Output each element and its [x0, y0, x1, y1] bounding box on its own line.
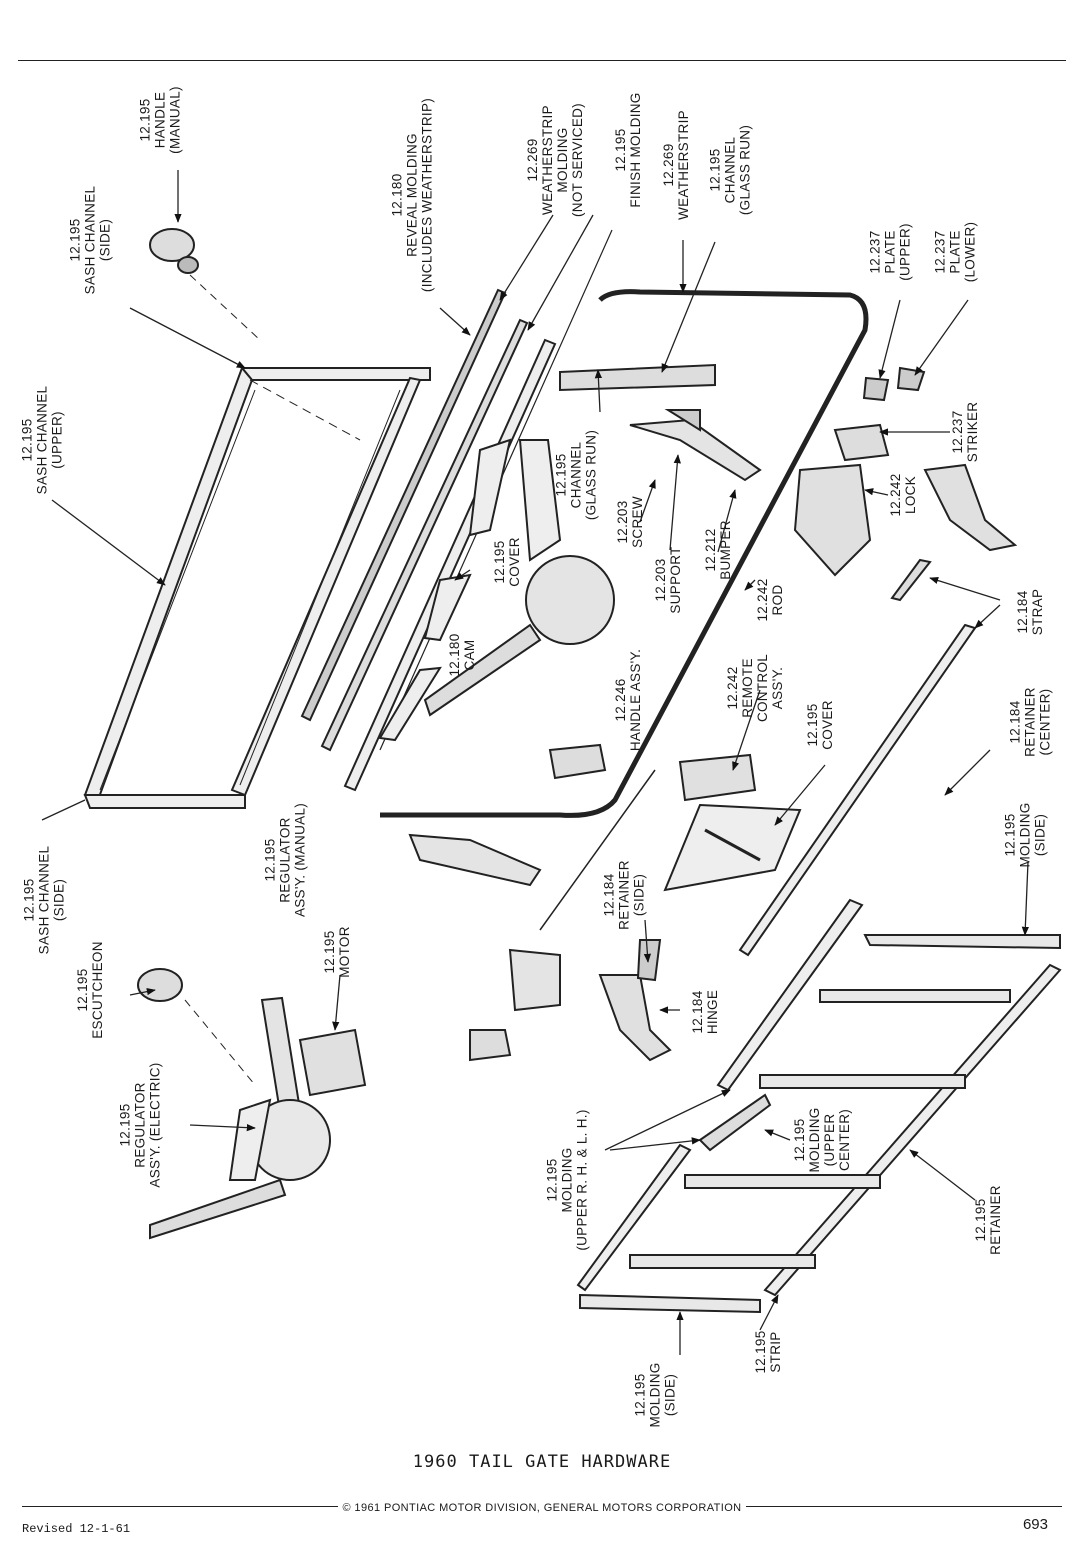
label-molding-side-bottom: 12.195 MOLDING (SIDE): [632, 1362, 678, 1428]
figure-caption: 1960 TAIL GATE HARDWARE: [412, 1452, 672, 1472]
label-regulator-electric: 12.195 REGULATOR ASS'Y. (ELECTRIC): [117, 1062, 163, 1188]
leader-lines: [41, 170, 1029, 1355]
label-rod: 12.242 ROD: [755, 578, 785, 622]
label-sash-channel-upper: 12.195 SASH CHANNEL (UPPER): [19, 385, 65, 495]
top-rule: [18, 60, 1066, 61]
label-cover-mid: 12.195 COVER: [492, 537, 522, 587]
label-regulator-manual: 12.195 REGULATOR ASS'Y. (MANUAL): [262, 802, 308, 918]
label-motor: 12.195 MOTOR: [322, 926, 352, 978]
label-strip: 12.195 STRIP: [753, 1330, 783, 1374]
copyright-text: © 1961 PONTIAC MOTOR DIVISION, GENERAL M…: [338, 1502, 746, 1514]
label-retainer-center: 12.184 RETAINER (CENTER): [1007, 687, 1053, 757]
bottom-moldings: [576, 898, 1062, 1314]
label-weatherstrip-molding: 12.269 WEATHERSTRIP MOLDING (NOT SERVICE…: [525, 103, 585, 217]
remote-control-part: [539, 743, 802, 931]
label-channel-glass-run-top: 12.195 CHANNEL (GLASS RUN): [707, 124, 753, 216]
regulator-electric-part: [137, 968, 367, 1240]
label-lock: 12.242 LOCK: [888, 473, 918, 517]
label-molding-side-right: 12.195 MOLDING (SIDE): [1002, 802, 1048, 868]
label-handle-manual: 12.195 HANDLE (MANUAL): [137, 86, 183, 154]
label-plate-upper: 12.237 PLATE (UPPER): [867, 223, 913, 281]
strap-parts: [738, 558, 977, 957]
label-hinge: 12.184 HINGE: [690, 989, 720, 1035]
label-screw: 12.203 SCREW: [615, 496, 645, 548]
label-plate-lower: 12.237 PLATE (LOWER): [932, 221, 978, 283]
label-strap: 12.184 STRAP: [1015, 588, 1045, 636]
label-sash-channel-side-top: 12.195 SASH CHANNEL (SIDE): [67, 185, 113, 295]
hinge-part: [408, 833, 672, 1062]
label-striker: 12.237 STRIKER: [950, 401, 980, 463]
support-part: [629, 366, 926, 482]
sash-channel-frame: [83, 366, 431, 809]
label-bumper: 12.212 BUMPER: [703, 520, 733, 580]
revised-date: Revised 12-1-61: [22, 1522, 131, 1536]
handle-manual-part: [149, 228, 261, 341]
label-handle-assy: 12.246 HANDLE ASS'Y.: [613, 648, 643, 752]
label-molding-upper-center: 12.195 MOLDING (UPPER CENTER): [792, 1107, 852, 1173]
label-support: 12.203 SUPPORT: [653, 546, 683, 614]
lock-part: [793, 423, 1018, 577]
page-number: 693: [1022, 1516, 1048, 1533]
regulator-manual-part: [378, 438, 615, 742]
label-finish-molding: 12.195 FINISH MOLDING: [613, 92, 643, 208]
label-reveal-molding: 12.180 REVEAL MOLDING (INCLUDES WEATHERS…: [389, 97, 435, 293]
label-cover-low: 12.195 COVER: [805, 700, 835, 750]
label-retainer-side: 12.184 RETAINER (SIDE): [601, 860, 647, 930]
label-molding-upper-rh-lh: 12.195 MOLDING (UPPER R. H. & L. H.): [544, 1109, 590, 1251]
label-remote-control: 12.242 REMOTE CONTROL ASS'Y.: [725, 653, 785, 723]
label-weatherstrip: 12.269 WEATHERSTRIP: [661, 110, 691, 220]
label-retainer-bottom: 12.195 RETAINER: [973, 1185, 1003, 1255]
label-cam: 12.180 CAM: [447, 633, 477, 677]
label-escutcheon: 12.195 ESCUTCHEON: [75, 941, 105, 1039]
label-channel-glass-run-mid: 12.195 CHANNEL (GLASS RUN): [553, 429, 599, 521]
copyright-notice: © 1961 PONTIAC MOTOR DIVISION, GENERAL M…: [0, 1498, 1084, 1516]
label-sash-channel-side-bottom: 12.195 SASH CHANNEL (SIDE): [21, 845, 67, 955]
